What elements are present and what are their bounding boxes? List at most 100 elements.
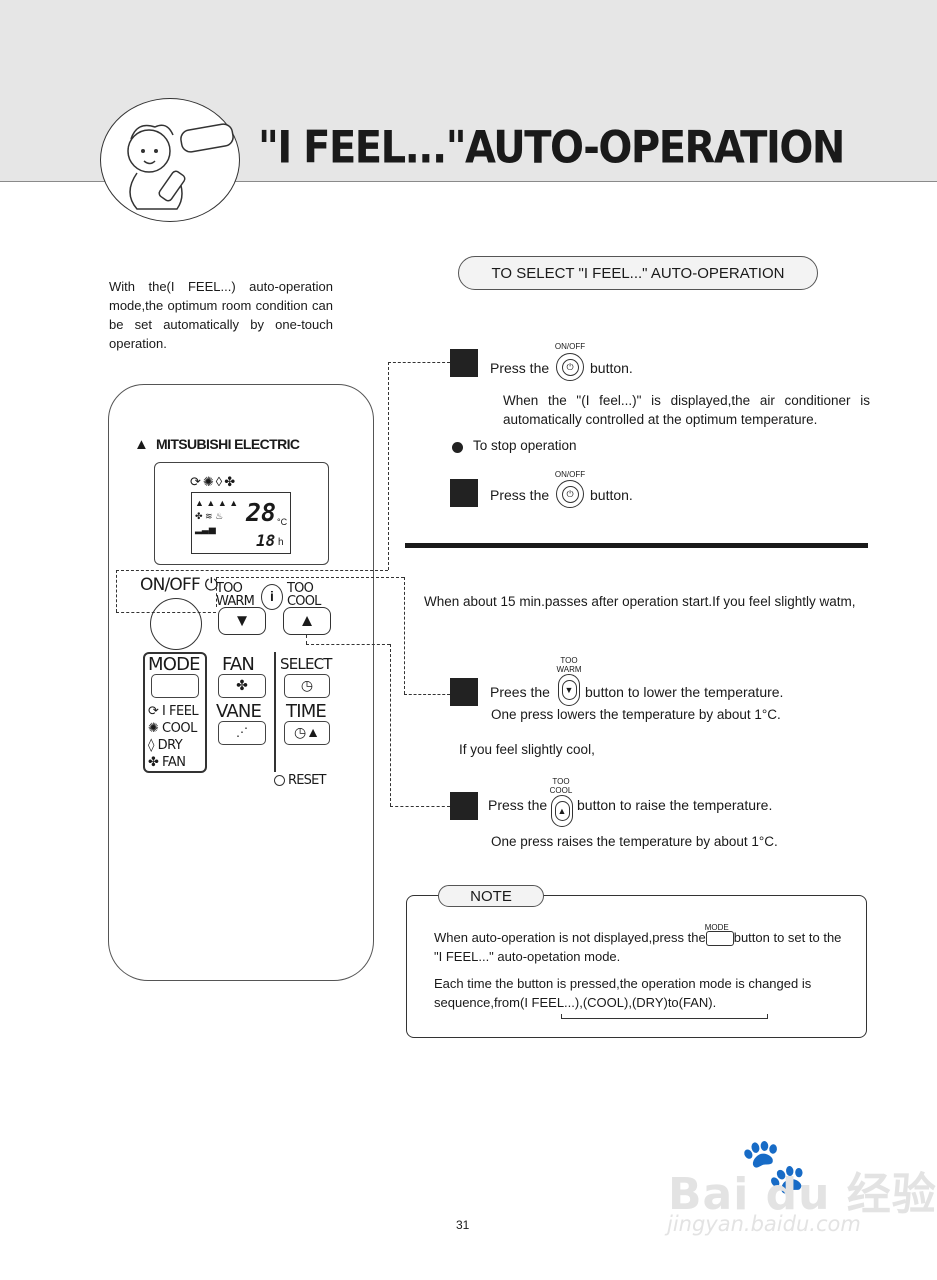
cool-detail: One press raises the temperature by abou…	[491, 834, 778, 849]
mitsubishi-logo-icon: ▲	[134, 436, 149, 453]
note-paragraph-1: When auto-operation is not displayed,pre…	[434, 923, 842, 964]
lcd-temperature-unit: °C	[277, 517, 288, 527]
watermark-logo: Bai du 经验	[668, 1169, 937, 1220]
fan-label: FAN	[222, 654, 255, 675]
connector-step1-horizontal	[388, 362, 450, 363]
select-button[interactable]: ◷	[284, 674, 330, 698]
time-label: TIME	[286, 701, 327, 722]
mode-item-cool: ✺ COOL	[148, 721, 197, 736]
too-warm-button-inline: ▼	[558, 674, 580, 706]
stop-heading: To stop operation	[473, 438, 577, 453]
vane-icon: ⋰	[236, 725, 248, 739]
warm-press-text: Prees the	[490, 684, 550, 700]
page-number: 31	[456, 1218, 470, 1232]
too-warm-button[interactable]: ▼	[218, 607, 266, 635]
clock-icon: ◷▲	[293, 724, 321, 740]
too-cool-button[interactable]: ▲	[283, 607, 331, 635]
step-marker-cool	[450, 792, 478, 820]
note-label: NOTE	[438, 885, 544, 907]
baidu-paw-icon: 🐾	[740, 1136, 808, 1196]
step1-button-word: button.	[590, 360, 633, 376]
fan-icon: ✤	[236, 677, 248, 693]
time-button[interactable]: ◷▲	[284, 721, 330, 745]
step-marker-warm	[450, 678, 478, 706]
mode-group	[143, 652, 207, 773]
connector-cool-stub	[306, 635, 307, 644]
power-icon: ⏻	[561, 485, 579, 503]
lcd-frame	[154, 462, 329, 565]
fan-button[interactable]: ✤	[218, 674, 266, 698]
mode-list: ⟳ I FEEL ✺ COOL ◊ DRY ✤ FAN	[148, 703, 199, 771]
onoff-button-tag: ON/OFF	[554, 342, 586, 351]
connector-warm-horizontal	[404, 694, 450, 695]
connector-warm-left	[216, 577, 217, 607]
lcd-temperature: 28	[246, 498, 277, 527]
cool-press-text: Press the	[488, 797, 548, 813]
step-marker-1	[450, 349, 478, 377]
i-feel-icon: i	[261, 584, 283, 610]
clock-icon: ◷	[300, 677, 314, 693]
lcd-time-unit: h	[278, 537, 284, 548]
bullet-icon	[452, 442, 463, 453]
section-heading: TO SELECT "I FEEL..." AUTO-OPERATION	[458, 256, 818, 290]
connector-onoff-left	[116, 570, 117, 612]
lcd-indicators: ▲ ▲ ▲ ▲✤ ≋ ♨▂▃▅	[195, 498, 239, 534]
connector-onoff-top	[116, 570, 388, 571]
connector-cool-vertical	[390, 644, 391, 806]
vane-label: VANE	[216, 701, 262, 722]
cool-action: button to raise the temperature.	[577, 797, 773, 813]
lcd-screen	[191, 492, 291, 554]
cool-intro: If you feel slightly cool,	[459, 742, 595, 757]
warm-detail: One press lowers the temperature by abou…	[491, 707, 781, 722]
note-box	[406, 895, 867, 1038]
step1-note: When the "(I feel...)" is displayed,the …	[503, 393, 870, 427]
onoff-label: ON/OFF ⏻	[140, 575, 218, 595]
onoff-button[interactable]	[150, 598, 202, 650]
stop-button-word: button.	[590, 487, 633, 503]
step-marker-stop	[450, 479, 478, 507]
remote-brand: MITSUBISHI ELECTRIC	[156, 436, 300, 452]
power-icon: ⏻	[199, 575, 218, 595]
mode-item-fan: ✤ FAN	[148, 755, 186, 770]
mode-label: MODE	[148, 654, 201, 675]
reset-label: RESET	[288, 773, 326, 788]
reset-button[interactable]	[274, 775, 285, 786]
stop-press-text: Press the	[490, 487, 550, 503]
connector-step1-vertical	[388, 362, 389, 570]
power-icon: ⏻	[561, 358, 579, 376]
connector-cool-top	[306, 644, 390, 645]
note-paragraph-2: Each time the button is pressed,the oper…	[434, 976, 812, 1010]
too-cool-button-inline: ▲	[551, 795, 573, 827]
up-arrow-icon: ▲	[554, 801, 570, 821]
onoff-button-inline: ⏻	[556, 480, 584, 508]
mode-item-i-feel: ⟳ I FEEL	[148, 704, 199, 719]
vane-button[interactable]: ⋰	[218, 721, 266, 745]
mascot-illustration	[100, 98, 240, 222]
mode-item-dry: ◊ DRY	[148, 738, 183, 753]
lcd-mode-icons: ⟳✺◊✤	[190, 474, 238, 489]
select-label: SELECT	[280, 655, 332, 673]
mode-cycle-indicator	[561, 1014, 768, 1019]
connector-cool-horizontal	[390, 806, 450, 807]
mode-button-inline: MODE	[705, 923, 734, 947]
mode-button[interactable]	[151, 674, 199, 698]
warm-intro: When about 15 min.passes after operation…	[424, 594, 856, 609]
step1-press-text: Press the	[490, 360, 550, 376]
connector-warm-top	[216, 577, 404, 578]
onoff-button-inline: ⏻	[556, 353, 584, 381]
down-arrow-icon: ▼	[561, 680, 577, 700]
section-divider	[405, 543, 868, 548]
remote-divider	[274, 652, 276, 772]
lcd-time: 18	[256, 531, 276, 550]
warm-action: button to lower the temperature.	[585, 684, 784, 700]
connector-warm-vertical	[404, 577, 405, 694]
onoff-button-tag: ON/OFF	[554, 470, 586, 479]
intro-text: With the(I FEEL...) auto-operation mode,…	[109, 279, 333, 351]
connector-onoff-bottom	[116, 612, 216, 613]
watermark-url: jingyan.baidu.com	[667, 1212, 861, 1236]
page-title: "I FEEL..."AUTO-OPERATION	[258, 122, 845, 174]
